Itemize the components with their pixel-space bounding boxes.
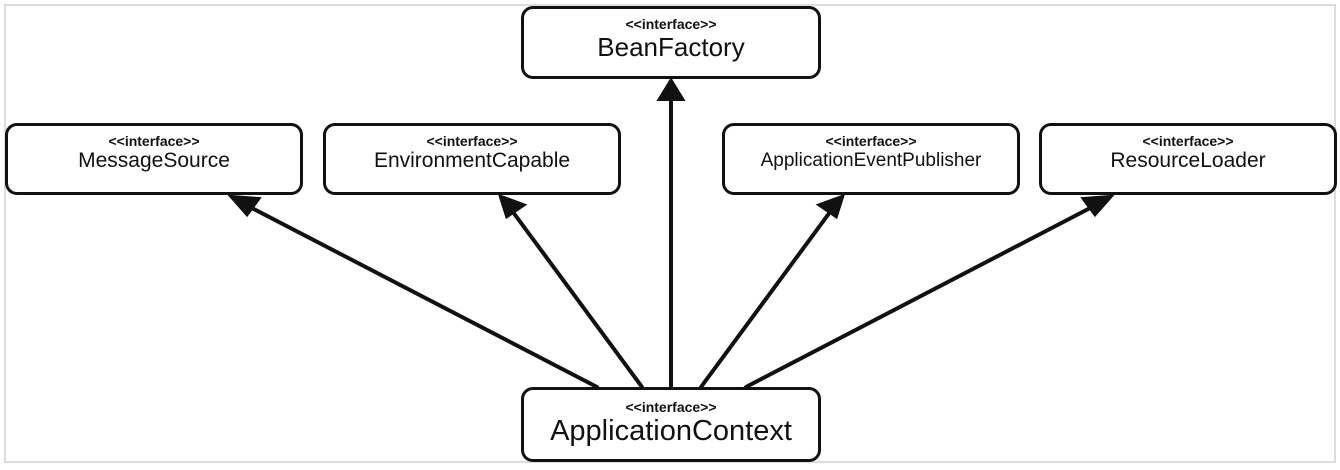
diagram-frame [4,4,1336,463]
node-name: MessageSource [78,149,230,172]
node-name: ApplicationContext [550,415,792,447]
arrowhead-icon [815,193,846,220]
node-name: ApplicationEventPublisher [760,150,982,171]
node-resource-loader: <<interface>> ResourceLoader [1039,123,1337,195]
node-stereotype: <<interface>> [625,399,717,415]
node-application-event-publisher: <<interface>> ApplicationEventPublisher [722,123,1020,195]
node-name: EnvironmentCapable [373,149,571,172]
arrowhead-icon [656,77,686,101]
node-message-source: <<interface>> MessageSource [5,123,303,195]
node-name: BeanFactory [597,32,745,62]
node-bean-factory: <<interface>> BeanFactory [521,6,821,79]
edge-to-environment-capable [497,193,644,389]
node-stereotype: <<interface>> [625,16,717,32]
edge-to-resource-loader [744,194,1115,389]
node-environment-capable: <<interface>> EnvironmentCapable [323,123,621,195]
arrowhead-icon [497,193,528,220]
node-stereotype: <<interface>> [108,133,200,149]
node-stereotype: <<interface>> [426,133,518,149]
edge-to-message-source [227,194,599,389]
node-stereotype: <<interface>> [825,133,917,149]
edge-to-bean-factory [656,77,686,389]
node-stereotype: <<interface>> [1142,133,1234,149]
node-application-context: <<interface>> ApplicationContext [521,387,821,462]
arrowhead-icon [227,194,262,218]
arrowhead-icon [1080,194,1115,218]
node-name: ResourceLoader [1110,149,1266,172]
edge-to-application-event-publisher [699,193,846,389]
